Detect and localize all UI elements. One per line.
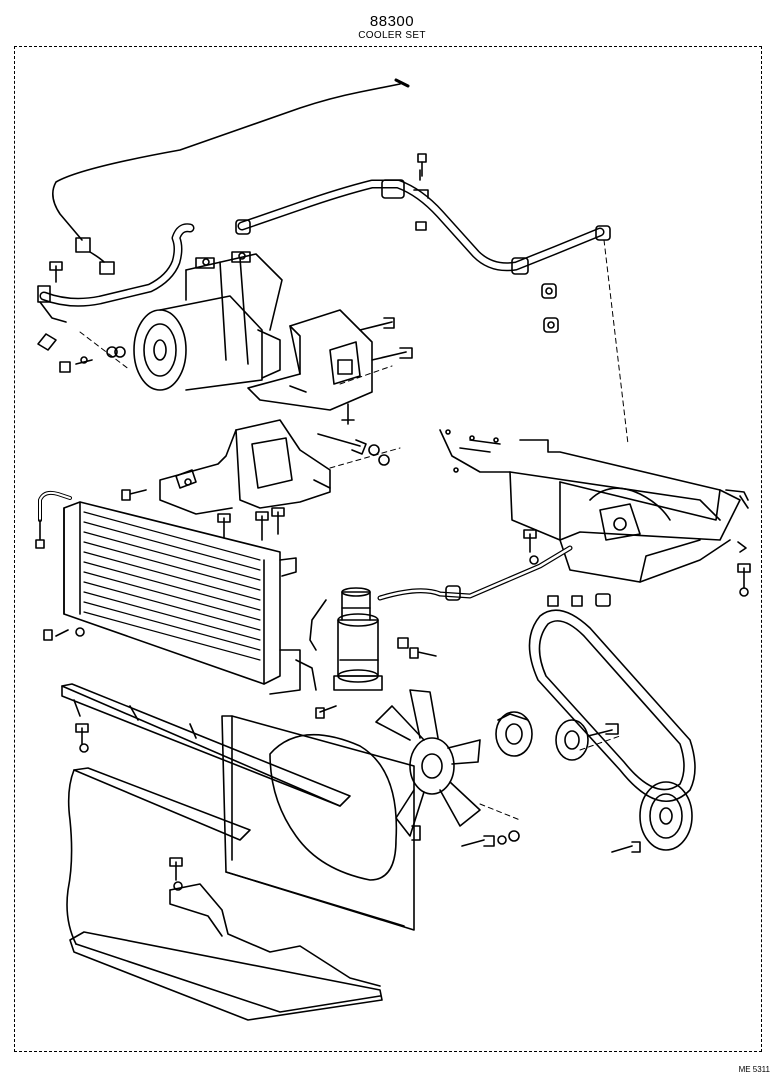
receiver-drier bbox=[310, 588, 436, 718]
idler-pulley bbox=[556, 720, 618, 760]
figure-code: ME 5311 bbox=[738, 1065, 770, 1074]
suction-hose bbox=[38, 228, 190, 372]
crankshaft-pulley bbox=[612, 782, 692, 852]
part-name: COOLER SET bbox=[358, 30, 426, 41]
fan bbox=[376, 690, 519, 846]
fan-shroud bbox=[222, 716, 420, 930]
compressor-bracket bbox=[248, 310, 412, 424]
liquid-line bbox=[380, 548, 570, 600]
compressor bbox=[134, 252, 282, 390]
diagram-frame bbox=[14, 46, 762, 1052]
compressor-mount-bracket bbox=[122, 420, 389, 540]
fasteners-right bbox=[542, 284, 558, 332]
fan-pulley bbox=[496, 712, 532, 756]
radiator-support bbox=[62, 684, 350, 806]
part-number: 88300 bbox=[369, 13, 415, 30]
drive-belt bbox=[529, 610, 695, 801]
leader-lines bbox=[80, 240, 628, 820]
air-guide bbox=[67, 768, 382, 1020]
fasteners-evaporator bbox=[524, 530, 750, 606]
condenser bbox=[36, 493, 316, 694]
diagram-header: 88300 COOLER SET bbox=[0, 13, 784, 42]
evaporator-unit bbox=[440, 430, 748, 582]
wire-harness bbox=[53, 80, 408, 274]
discharge-hose bbox=[236, 154, 610, 274]
